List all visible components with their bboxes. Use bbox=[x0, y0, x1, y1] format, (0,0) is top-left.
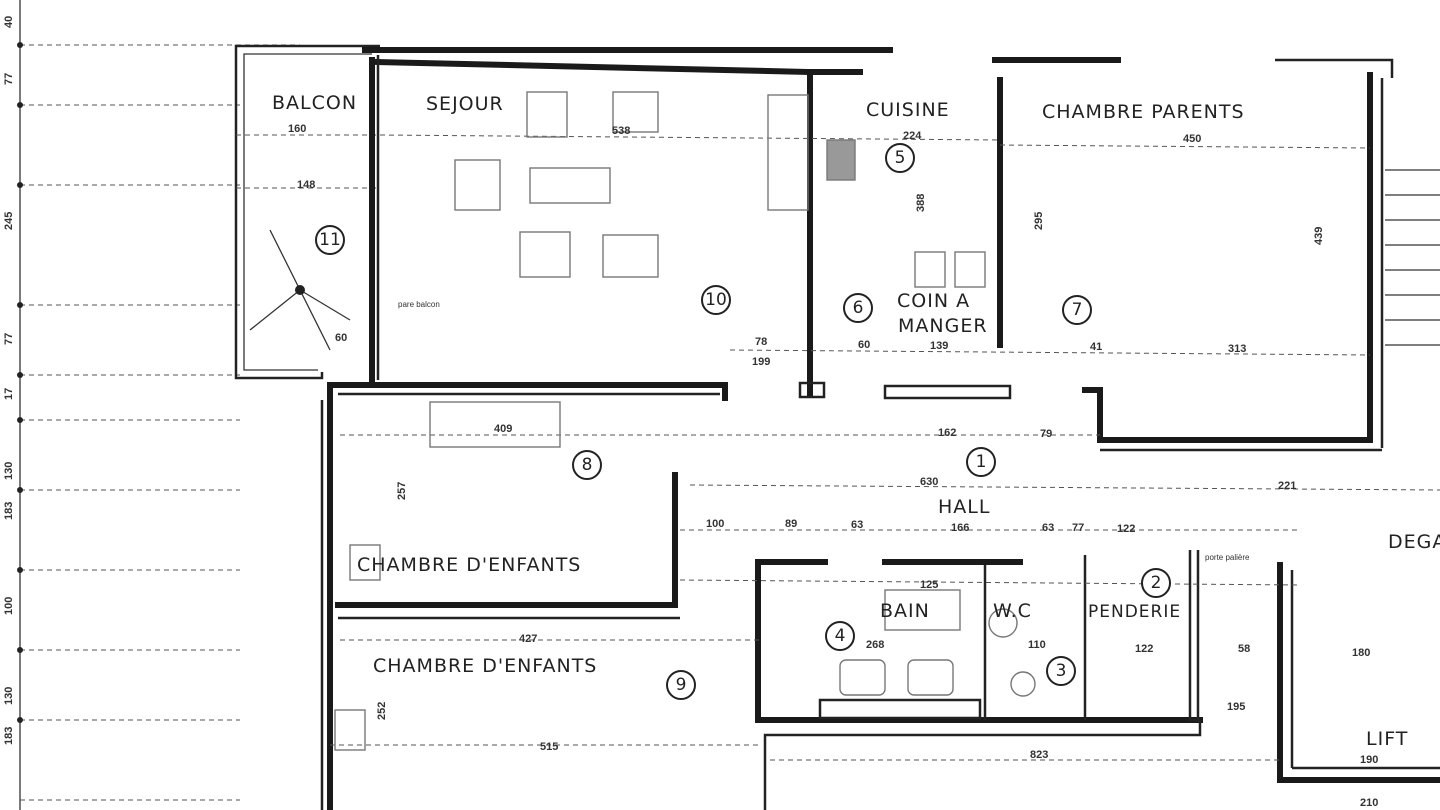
side-dimension: 77 bbox=[3, 73, 15, 85]
svg-text:224: 224 bbox=[903, 130, 922, 142]
room-number-6: 6 bbox=[843, 293, 873, 323]
side-dimension: 100 bbox=[3, 597, 15, 615]
svg-text:60: 60 bbox=[335, 332, 347, 344]
svg-text:9: 9 bbox=[676, 675, 687, 695]
svg-text:78: 78 bbox=[755, 336, 767, 348]
svg-text:450: 450 bbox=[1183, 133, 1201, 145]
room-label-cuisine: CUISINE bbox=[866, 99, 950, 121]
room-label-hall: HALL bbox=[938, 496, 990, 518]
dimension-labels: 160 148 538 224 388 450 295 439 313 409 … bbox=[288, 123, 1378, 809]
room-number-5: 5 bbox=[885, 143, 915, 173]
room-number-3: 3 bbox=[1046, 656, 1076, 686]
svg-text:79: 79 bbox=[1040, 428, 1052, 440]
svg-text:4: 4 bbox=[835, 626, 846, 646]
room-label-bain: BAIN bbox=[880, 600, 930, 622]
room-number-10: 10 bbox=[701, 285, 731, 315]
svg-text:41: 41 bbox=[1090, 341, 1102, 353]
svg-text:427: 427 bbox=[519, 633, 537, 645]
room-number-7: 7 bbox=[1062, 295, 1092, 325]
svg-text:122: 122 bbox=[1135, 643, 1153, 655]
svg-text:295: 295 bbox=[1033, 212, 1045, 230]
svg-text:6: 6 bbox=[853, 298, 864, 318]
note-porte-paliere: porte palière bbox=[1205, 553, 1250, 562]
svg-text:630: 630 bbox=[920, 476, 938, 488]
furniture bbox=[334, 91, 1036, 751]
svg-text:538: 538 bbox=[612, 125, 630, 137]
svg-text:162: 162 bbox=[938, 427, 956, 439]
svg-text:160: 160 bbox=[288, 123, 306, 135]
svg-text:63: 63 bbox=[851, 519, 863, 531]
room-number-11: 11 bbox=[315, 225, 345, 255]
svg-text:63: 63 bbox=[1042, 522, 1054, 534]
svg-text:252: 252 bbox=[376, 702, 388, 720]
side-dimension: 183 bbox=[3, 727, 15, 745]
svg-text:10: 10 bbox=[705, 290, 727, 310]
room-label-chambre-enfants-9: CHAMBRE D'ENFANTS bbox=[373, 655, 597, 677]
svg-text:139: 139 bbox=[930, 340, 948, 352]
side-dimension: 40 bbox=[3, 16, 15, 28]
svg-text:11: 11 bbox=[319, 230, 341, 250]
svg-text:515: 515 bbox=[540, 741, 558, 753]
room-number-4: 4 bbox=[825, 621, 855, 651]
room-label-degagement: DEGA bbox=[1388, 531, 1440, 553]
svg-text:257: 257 bbox=[396, 482, 408, 500]
svg-text:190: 190 bbox=[1360, 754, 1378, 766]
svg-text:313: 313 bbox=[1228, 343, 1246, 355]
svg-text:409: 409 bbox=[494, 423, 512, 435]
room-label-lift: LIFT bbox=[1366, 728, 1408, 750]
svg-text:1: 1 bbox=[976, 452, 987, 472]
room-label-penderie: PENDERIE bbox=[1088, 602, 1181, 622]
svg-text:439: 439 bbox=[1313, 227, 1325, 245]
side-dimension: 130 bbox=[3, 687, 15, 705]
svg-text:110: 110 bbox=[1028, 639, 1046, 651]
svg-text:148: 148 bbox=[297, 179, 315, 191]
svg-text:268: 268 bbox=[866, 639, 884, 651]
room-label-coin-a-manger-2: MANGER bbox=[898, 315, 988, 337]
svg-text:195: 195 bbox=[1227, 701, 1245, 713]
svg-text:210: 210 bbox=[1360, 797, 1378, 809]
balcony-outline bbox=[234, 44, 380, 380]
svg-text:221: 221 bbox=[1278, 480, 1296, 492]
room-number-2: 2 bbox=[1141, 568, 1171, 598]
svg-text:2: 2 bbox=[1151, 573, 1162, 593]
note-pare-balcon: pare balcon bbox=[398, 300, 440, 309]
room-label-sejour: SEJOUR bbox=[426, 93, 504, 115]
svg-text:180: 180 bbox=[1352, 647, 1370, 659]
room-label-coin-a-manger: COIN A bbox=[897, 290, 970, 312]
side-dimension: 17 bbox=[3, 388, 15, 400]
svg-text:5: 5 bbox=[895, 148, 906, 168]
svg-text:7: 7 bbox=[1072, 300, 1083, 320]
walls bbox=[320, 47, 1440, 810]
room-label-chambre-enfants-8: CHAMBRE D'ENFANTS bbox=[357, 554, 581, 576]
room-label-chambre-parents: CHAMBRE PARENTS bbox=[1042, 101, 1245, 123]
dimension-lines bbox=[330, 134, 1440, 761]
room-number-9: 9 bbox=[666, 670, 696, 700]
room-label-wc: W.C bbox=[993, 600, 1032, 622]
svg-text:77: 77 bbox=[1072, 522, 1084, 534]
svg-text:388: 388 bbox=[915, 194, 927, 212]
svg-text:60: 60 bbox=[858, 339, 870, 351]
svg-text:166: 166 bbox=[951, 522, 969, 534]
side-dimension: 245 bbox=[3, 212, 15, 230]
svg-text:823: 823 bbox=[1030, 749, 1048, 761]
svg-text:199: 199 bbox=[752, 356, 770, 368]
svg-text:8: 8 bbox=[582, 455, 593, 475]
svg-text:3: 3 bbox=[1056, 661, 1067, 681]
svg-text:89: 89 bbox=[785, 518, 797, 530]
side-dimension: 77 bbox=[3, 333, 15, 345]
side-dimension: 130 bbox=[3, 462, 15, 480]
svg-text:100: 100 bbox=[706, 518, 724, 530]
side-dimension-axis: 40 77 245 77 17 130 183 100 130 183 bbox=[3, 0, 300, 810]
room-number-1: 1 bbox=[966, 447, 996, 477]
room-label-balcon: BALCON bbox=[272, 92, 357, 114]
svg-text:58: 58 bbox=[1238, 643, 1250, 655]
side-dimension: 183 bbox=[3, 502, 15, 520]
svg-text:125: 125 bbox=[920, 579, 938, 591]
room-number-8: 8 bbox=[572, 450, 602, 480]
svg-text:122: 122 bbox=[1117, 523, 1135, 535]
